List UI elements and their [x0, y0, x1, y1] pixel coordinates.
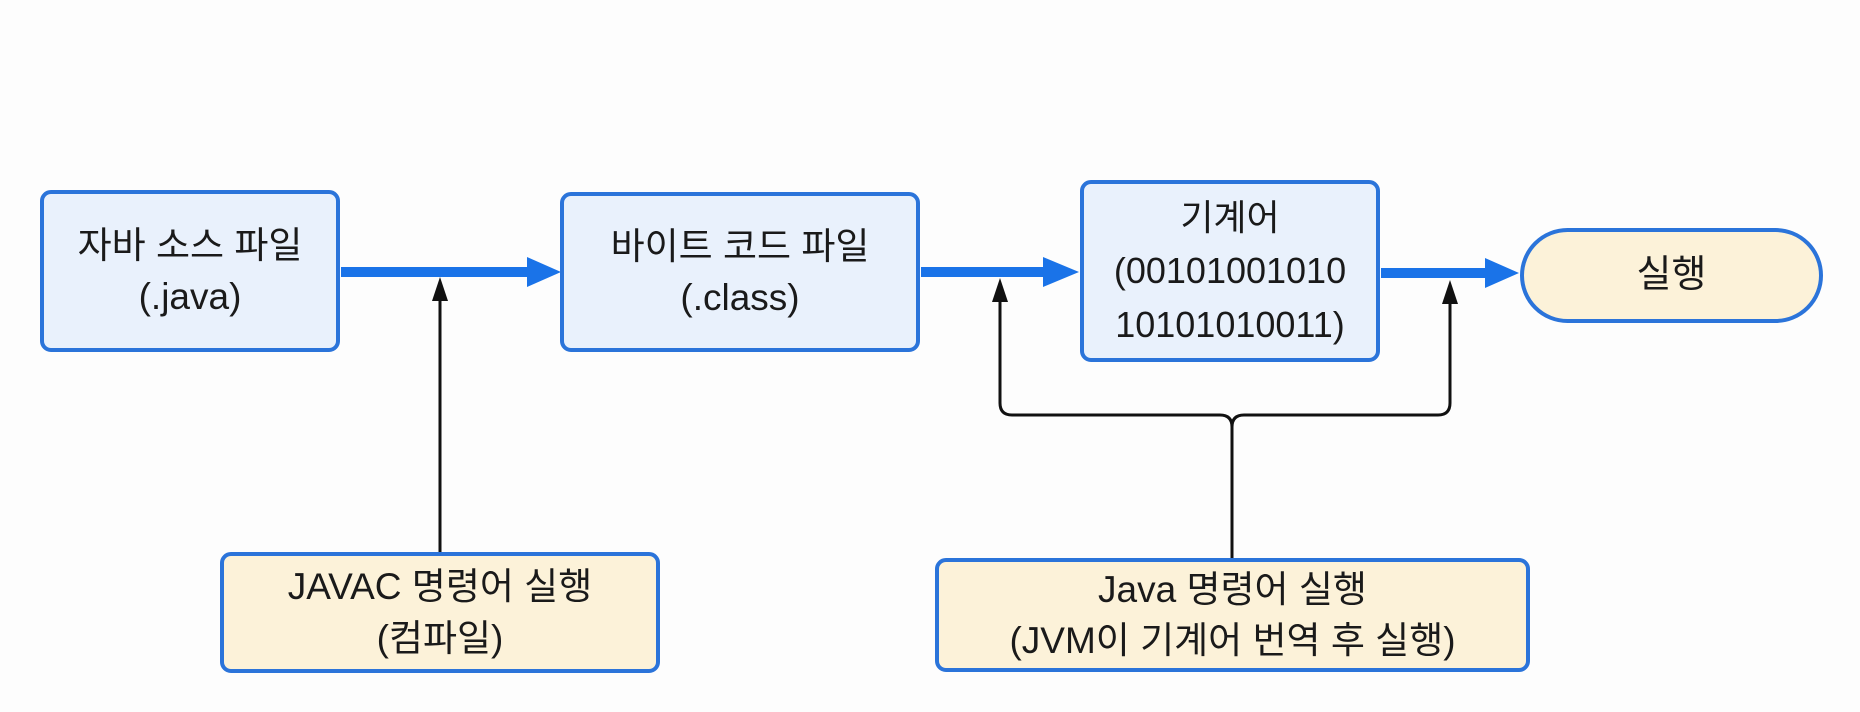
connector-javac-to-flow — [432, 277, 448, 552]
node-label-line: 자바 소스 파일 — [77, 224, 303, 266]
arrowhead-right-icon — [1485, 258, 1519, 288]
node-label-line: JAVAC 명령어 실행 — [287, 566, 593, 608]
node-run-terminal: 실행 — [1520, 228, 1823, 323]
arrow-bytecode-to-machine — [921, 257, 1079, 287]
node-label-line: Java 명령어 실행 — [1098, 568, 1367, 610]
arrowhead-up-icon — [432, 277, 448, 301]
node-label-line: 10101010011) — [1115, 303, 1345, 345]
node-label-line: (컴파일) — [376, 617, 504, 659]
arrowhead-up-icon — [1442, 280, 1458, 304]
connector-java-to-flow-right — [1230, 280, 1458, 558]
arrowhead-right-icon — [1043, 257, 1079, 287]
arrowhead-up-icon — [992, 278, 1008, 302]
node-label-line: 실행 — [1636, 254, 1707, 297]
node-machine-language: 기계어 (00101001010 10101010011) — [1080, 180, 1380, 362]
node-label-line: (.java) — [138, 276, 242, 317]
node-label-line: (JVM이 기계어 번역 후 실행) — [1009, 620, 1456, 661]
arrow-source-to-bytecode — [341, 257, 561, 287]
node-bytecode-file: 바이트 코드 파일 (.class) — [560, 192, 920, 352]
node-label-line: 기계어 — [1180, 197, 1280, 239]
node-label-line: (.class) — [680, 277, 800, 318]
node-java-source-file: 자바 소스 파일 (.java) — [40, 190, 340, 352]
node-java-command: Java 명령어 실행 (JVM이 기계어 번역 후 실행) — [935, 558, 1530, 672]
node-javac-command: JAVAC 명령어 실행 (컴파일) — [220, 552, 660, 673]
node-label-line: 바이트 코드 파일 — [610, 225, 870, 267]
arrowhead-right-icon — [527, 257, 561, 287]
arrow-machine-to-run — [1381, 258, 1519, 288]
node-label-line: (00101001010 — [1113, 250, 1347, 292]
